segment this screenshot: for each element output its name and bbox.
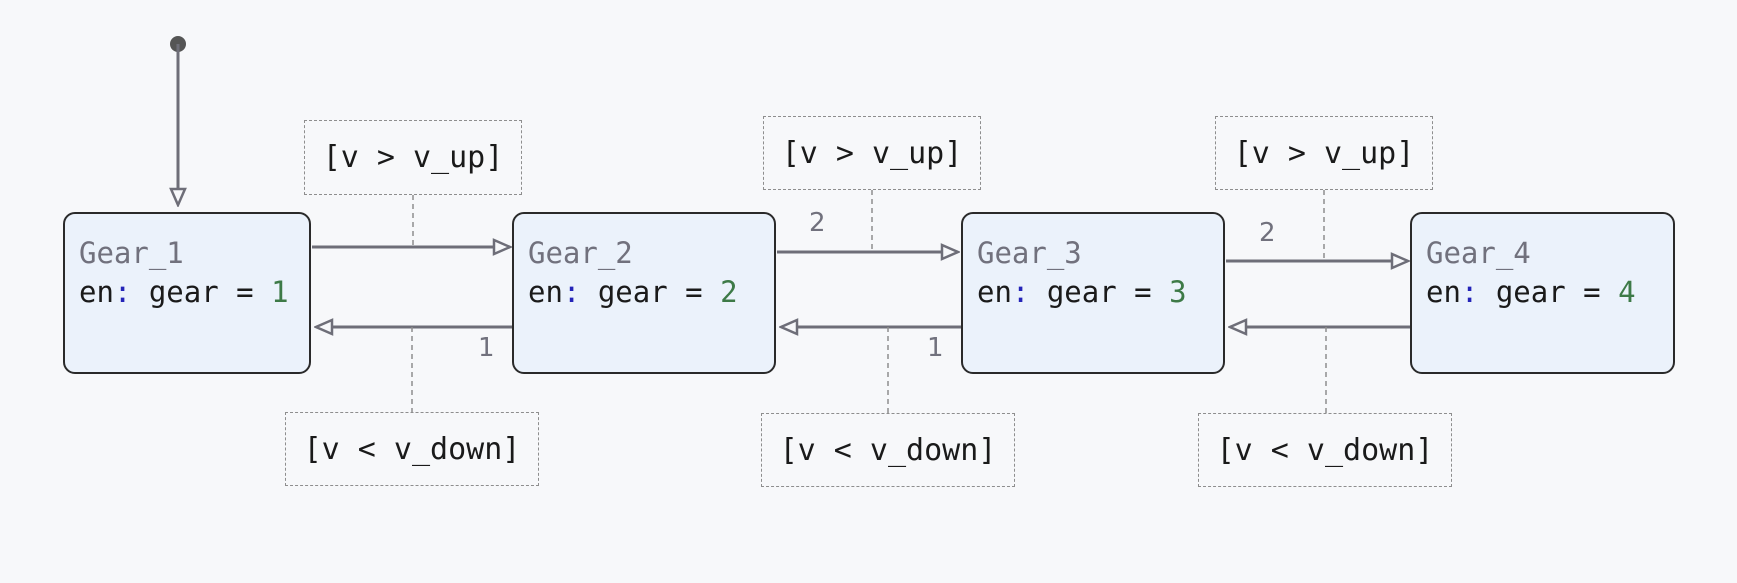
action-value: 2: [720, 275, 738, 309]
action-value: 4: [1618, 275, 1636, 309]
guard-label-down-4-3[interactable]: [v < v_down]: [1198, 413, 1452, 487]
state-gear-4[interactable]: Gear_4 en: gear = 4: [1410, 212, 1675, 374]
action-keyword: en: [977, 275, 1012, 309]
priority-label-up-2-3: 2: [809, 208, 826, 238]
state-gear-2[interactable]: Gear_2 en: gear = 2: [512, 212, 776, 374]
state-name: Gear_4: [1426, 236, 1531, 270]
guard-label-down-2-1[interactable]: [v < v_down]: [285, 412, 539, 486]
guard-label-up-3-4[interactable]: [v > v_up]: [1215, 116, 1433, 190]
action-keyword: en: [528, 275, 563, 309]
action-colon: :: [1011, 275, 1030, 309]
priority-label-down-2-1: 1: [478, 333, 495, 363]
entry-action: en: gear = 3: [977, 272, 1223, 312]
action-assignment: gear =: [1029, 275, 1170, 309]
state-gear-1[interactable]: Gear_1 en: gear = 1: [63, 212, 311, 374]
action-value: 1: [271, 275, 289, 309]
action-keyword: en: [1426, 275, 1461, 309]
entry-action: en: gear = 4: [1426, 272, 1673, 312]
action-assignment: gear =: [580, 275, 721, 309]
guard-label-up-2-3[interactable]: [v > v_up]: [763, 116, 981, 190]
state-gear-3[interactable]: Gear_3 en: gear = 3: [961, 212, 1225, 374]
guard-label-up-1-2[interactable]: [v > v_up]: [304, 120, 522, 195]
action-colon: :: [113, 275, 132, 309]
entry-action: en: gear = 1: [79, 272, 309, 312]
action-value: 3: [1169, 275, 1187, 309]
state-name: Gear_3: [977, 236, 1082, 270]
action-keyword: en: [79, 275, 114, 309]
priority-label-down-3-2: 1: [927, 333, 944, 363]
state-name: Gear_1: [79, 236, 184, 270]
guard-label-down-3-2[interactable]: [v < v_down]: [761, 413, 1015, 487]
action-colon: :: [562, 275, 581, 309]
action-colon: :: [1460, 275, 1479, 309]
action-assignment: gear =: [1478, 275, 1619, 309]
action-assignment: gear =: [131, 275, 272, 309]
priority-label-up-3-4: 2: [1259, 218, 1276, 248]
state-name: Gear_2: [528, 236, 633, 270]
entry-action: en: gear = 2: [528, 272, 774, 312]
